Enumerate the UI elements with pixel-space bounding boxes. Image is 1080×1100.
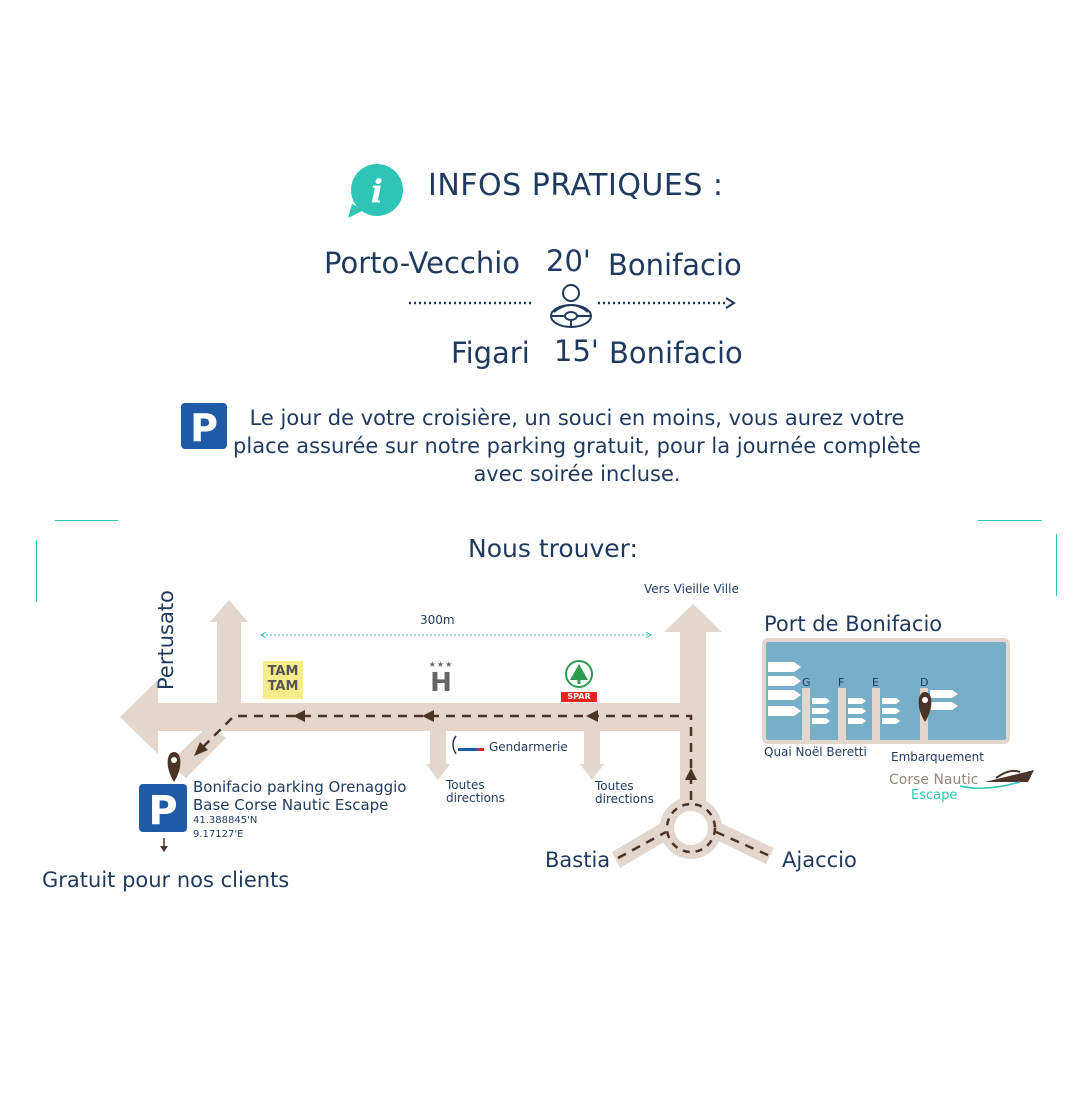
label-pertusato: Pertusato <box>154 590 178 690</box>
boats <box>768 662 801 716</box>
pier-g: G <box>802 676 811 689</box>
free-note: Gratuit pour nos clients <box>42 868 290 892</box>
path-arrows <box>194 710 697 780</box>
route-1-time: 20' <box>546 244 591 278</box>
pier-d: D <box>920 676 929 689</box>
pier-e: E <box>872 676 879 689</box>
parking-description: Le jour de votre croisière, un souci en … <box>233 406 921 486</box>
label-port: Port de Bonifacio <box>764 612 943 636</box>
pier-f: F <box>838 676 845 689</box>
frame-line-right <box>1056 534 1057 596</box>
map-heading: Nous trouver: <box>468 534 638 563</box>
frame-line-left <box>36 540 37 602</box>
label-toutes-directions-1: Toutes directions <box>446 778 505 805</box>
parking-longitude: 9.17127'E <box>193 829 244 840</box>
embarkation-pin-icon <box>918 692 932 722</box>
parking-icon: P <box>181 403 227 450</box>
route-2-time: 15' <box>554 334 599 368</box>
label-bastia: Bastia <box>545 848 611 872</box>
label-embarquement: Embarquement <box>891 750 984 764</box>
label-vieille-ville: Vers Vieille Ville <box>644 582 739 596</box>
map-parking-icon: P <box>139 784 187 834</box>
info-icon: i <box>346 164 404 220</box>
tamtam-logo: TAM TAM <box>263 661 303 699</box>
port-basin <box>762 638 1010 744</box>
spar-tree-icon <box>565 660 593 688</box>
parking-latitude: 41.388845'N <box>193 815 258 826</box>
svg-text:P: P <box>190 406 218 449</box>
svg-text:i: i <box>371 172 383 210</box>
brand-logo: Corse Nautic Escape <box>889 772 979 803</box>
parking-base: Base Corse Nautic Escape <box>193 796 389 814</box>
svg-text:P: P <box>148 788 177 832</box>
boat-logo-icon <box>959 769 1034 789</box>
route-1-from: Porto-Vecchio <box>324 246 521 280</box>
label-distance: 300m <box>420 613 455 627</box>
route-2-to: Bonifacio <box>609 336 743 370</box>
label-gendarmerie: Gendarmerie <box>489 740 568 754</box>
label-ajaccio: Ajaccio <box>782 848 857 872</box>
route-dotted-arrow <box>409 297 736 309</box>
label-toutes-directions-2: Toutes directions <box>595 779 654 806</box>
spar-logo: SPAR <box>561 660 597 702</box>
driver-steering-wheel-icon <box>548 282 594 332</box>
walking-path <box>201 714 771 860</box>
parking-name: Bonifacio parking Orenaggio <box>193 778 407 796</box>
frame-line-top-right <box>978 520 1042 521</box>
gendarmerie-logo-icon <box>452 735 484 755</box>
pier-boats <box>812 690 958 724</box>
frame-line-top-left <box>55 520 118 521</box>
label-quai: Quai Noël Beretti <box>764 745 867 759</box>
route-2-from: Figari <box>451 336 530 370</box>
page-title: INFOS PRATIQUES : <box>428 168 724 203</box>
map-pin-icon <box>167 752 181 782</box>
route-1-to: Bonifacio <box>608 248 742 282</box>
hotel-logo: ★★★ H <box>428 660 454 698</box>
